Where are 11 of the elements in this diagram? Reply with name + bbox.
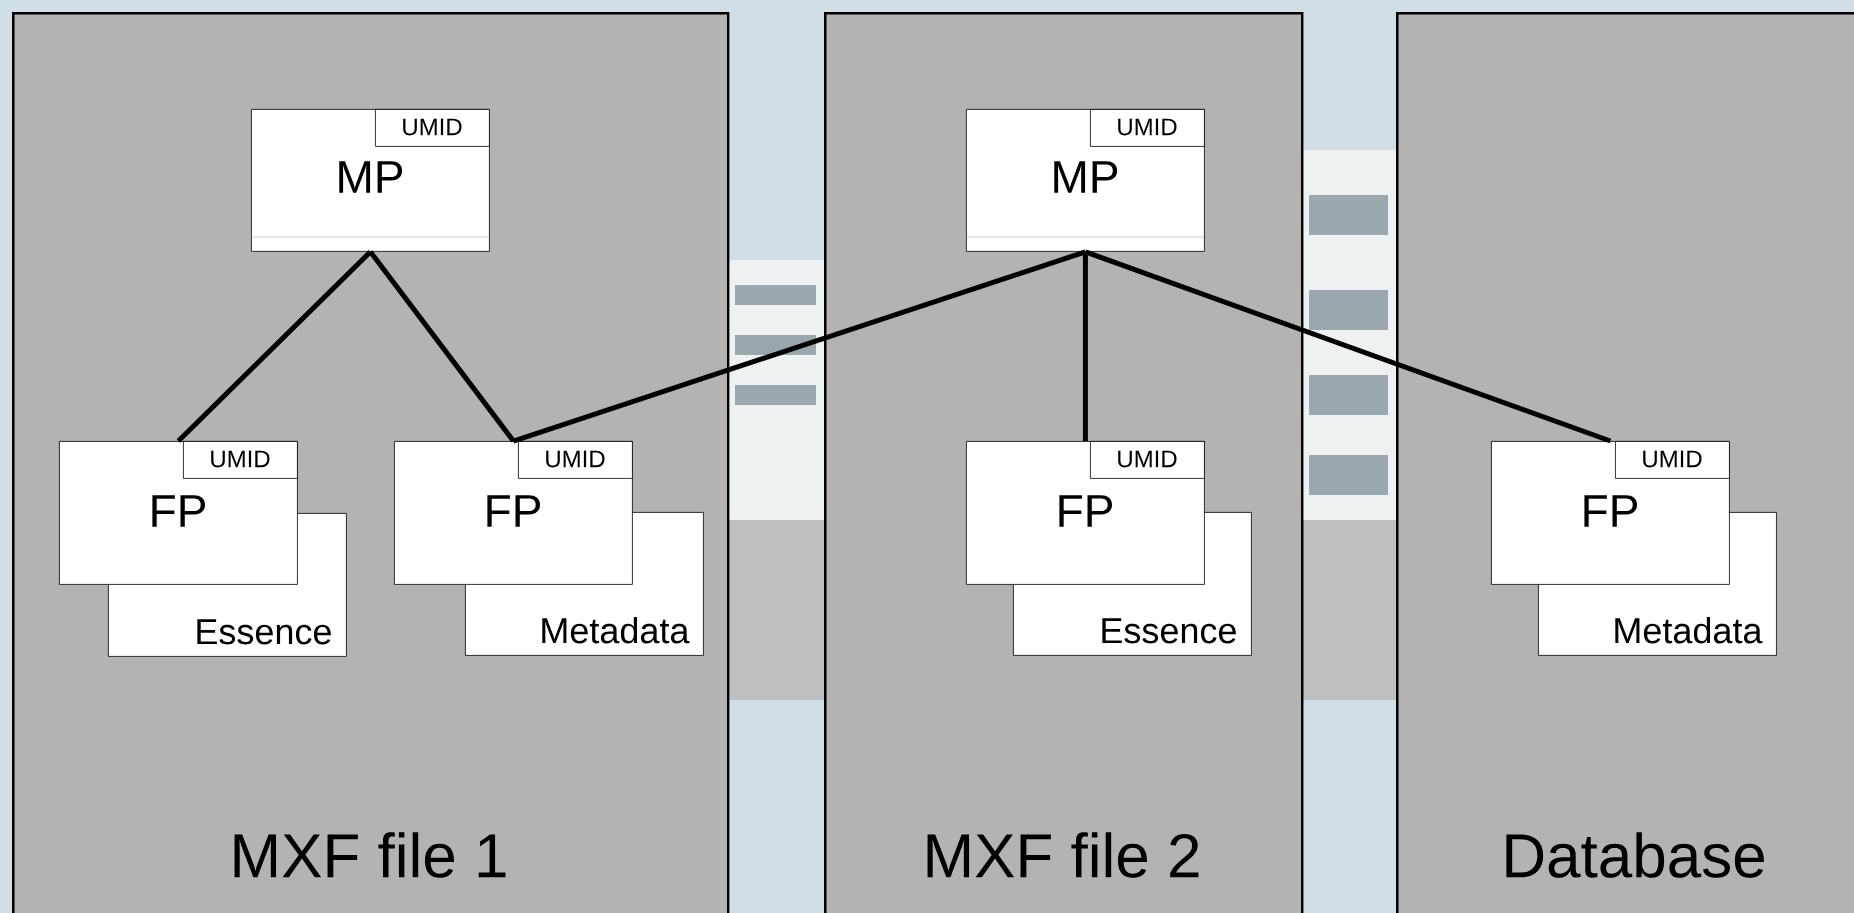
- connector-line: [176, 250, 373, 443]
- connector-line: [1084, 249, 1612, 444]
- connector-line: [1082, 251, 1088, 441]
- umid-tab: UMID: [183, 441, 298, 479]
- connector-line: [368, 250, 516, 443]
- umid-tab: UMID: [1615, 441, 1730, 479]
- umid-tab: UMID: [1090, 109, 1205, 147]
- umid-tab: UMID: [375, 109, 490, 147]
- umid-tab: UMID: [1090, 441, 1205, 479]
- umid-tab: UMID: [518, 441, 633, 479]
- connector-line: [512, 249, 1087, 444]
